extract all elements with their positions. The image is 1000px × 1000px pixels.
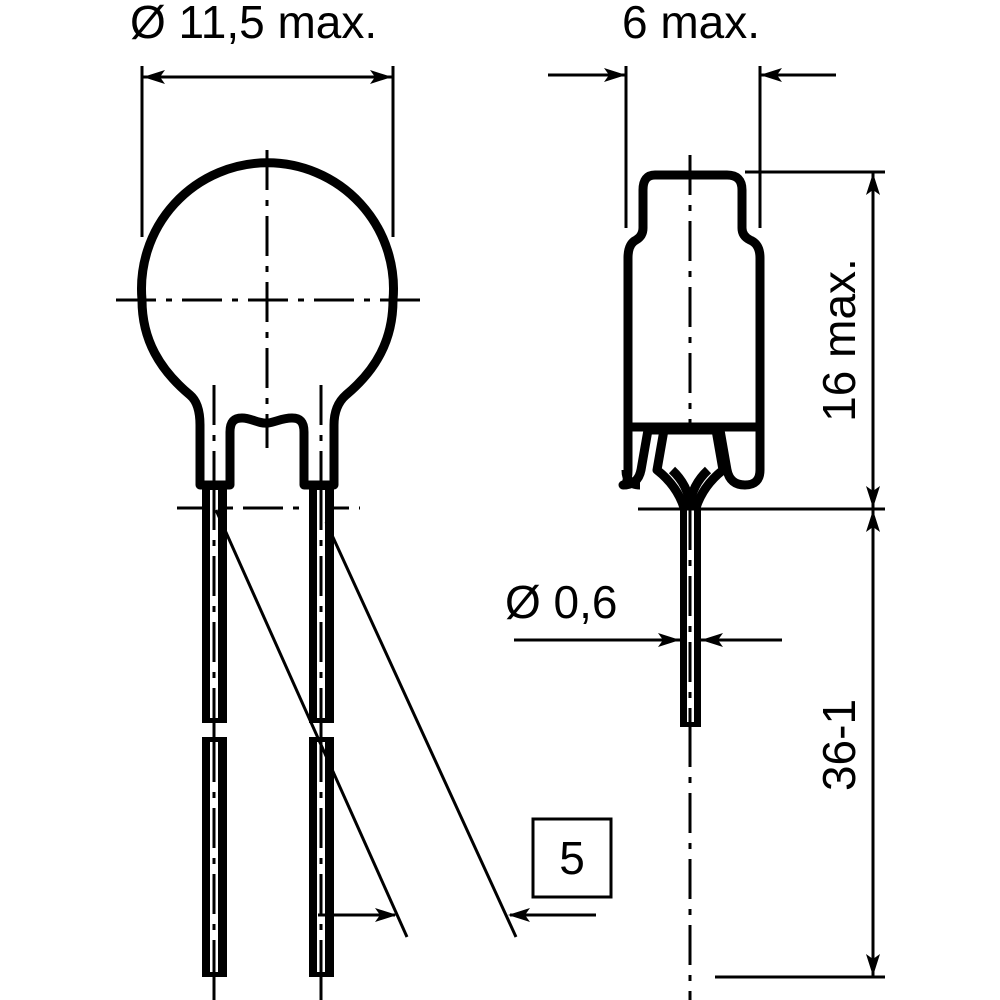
thickness-label: 6 max. (622, 0, 760, 48)
arrow-down-icon (866, 954, 880, 976)
left-lead (202, 485, 227, 1000)
arrow-left-icon (701, 633, 723, 647)
arrow-right-icon (604, 68, 626, 82)
arrow-left-icon (508, 908, 530, 922)
converging-leads (652, 429, 728, 517)
callout-box: 5 (531, 817, 613, 899)
diameter-dimension (140, 66, 395, 237)
arrow-right-icon (658, 633, 680, 647)
diameter-label: Ø 11,5 max. (130, 0, 377, 48)
height-label: 16 max. (813, 258, 865, 422)
arrow-left-icon (143, 70, 165, 84)
arrow-right-icon (375, 908, 397, 922)
side-lead (680, 505, 701, 727)
side-view: 6 max. (505, 0, 885, 1000)
lead-diameter-dimension (514, 633, 782, 647)
lead-diameter-label: Ø 0,6 (505, 576, 618, 628)
lead-length-label: 36-1 (813, 699, 865, 791)
lead-length-dimension: 36-1 (715, 509, 885, 979)
front-view: Ø 11,5 max. (116, 0, 613, 1000)
callout-number: 5 (559, 832, 585, 884)
arrow-down-icon (866, 486, 880, 508)
right-lead (309, 485, 334, 1000)
arrow-up-icon (866, 510, 880, 532)
thickness-dimension (548, 66, 836, 228)
arrow-left-icon (760, 68, 782, 82)
arrow-up-icon (866, 173, 880, 195)
height-dimension: 16 max. (745, 170, 885, 509)
lead-spacing-callout (214, 509, 596, 938)
arrow-right-icon (370, 70, 392, 84)
